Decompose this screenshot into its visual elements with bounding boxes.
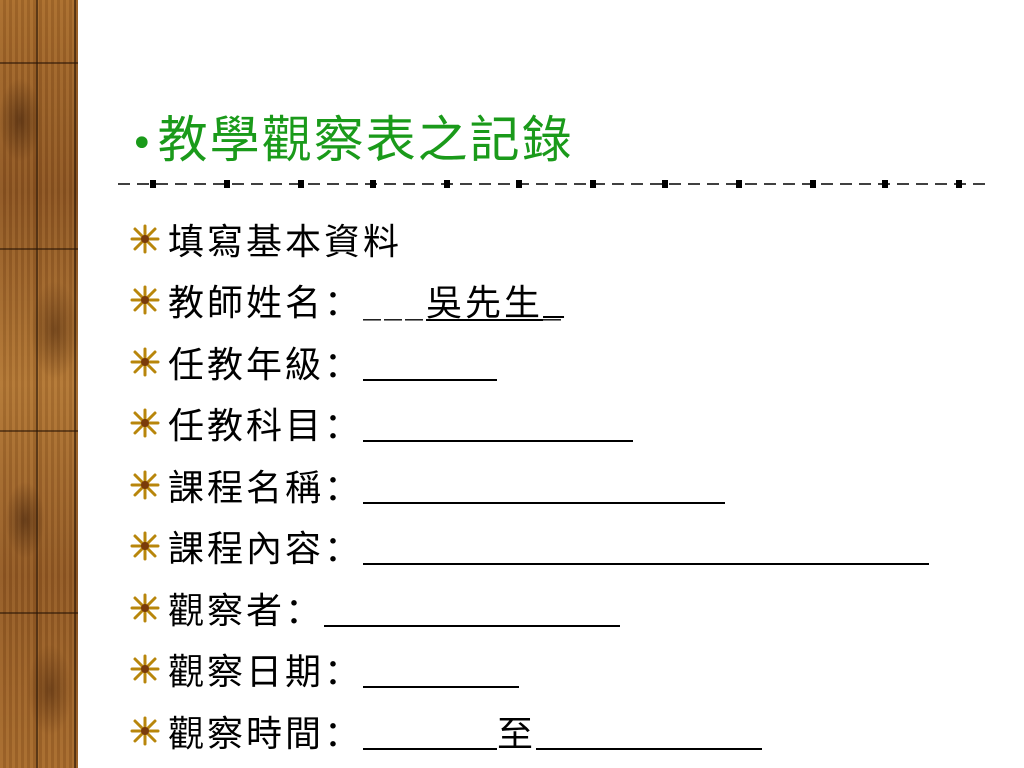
item-label: 課程名稱：	[168, 467, 364, 509]
item-label: 觀察者：	[168, 590, 325, 632]
star-burst-icon	[130, 716, 160, 746]
star-burst-icon	[130, 654, 160, 684]
blank-line	[363, 712, 498, 750]
teacher-name-prefix: ___	[363, 279, 427, 321]
blank-line	[324, 589, 621, 627]
blank-line	[363, 650, 520, 689]
list-item: 教師姓名：___吳先生 _	[130, 270, 929, 332]
list-item: 任教科目：	[130, 393, 929, 455]
blank-line	[363, 466, 726, 504]
star-burst-icon	[130, 531, 160, 561]
blank-line	[536, 712, 763, 750]
blank-line	[363, 527, 930, 566]
form-field-list: 填寫基本資料 教師姓名：___吳先生 _ 任教年級： 任教科目： 課程名稱： 課…	[130, 208, 930, 762]
slide-title: •教學觀察表之記錄	[130, 100, 574, 172]
star-burst-icon	[130, 470, 160, 500]
blank-line	[363, 343, 498, 381]
list-item: 觀察日期：	[130, 639, 929, 701]
teacher-name-suffix: _	[543, 279, 565, 321]
teacher-name-value: 吳先生	[426, 283, 544, 325]
title-text: 教學觀察表之記錄	[157, 111, 574, 169]
item-label: 觀察日期：	[168, 652, 364, 694]
list-item: 課程內容：	[130, 516, 930, 578]
item-label: 觀察時間：	[168, 713, 364, 755]
list-item: 觀察者：	[130, 577, 929, 639]
star-burst-icon	[130, 593, 160, 623]
list-item: 任教年級：	[130, 331, 929, 393]
list-item: 觀察時間： 至	[130, 700, 929, 762]
item-label: 填寫基本資料	[168, 221, 403, 263]
list-item: 課程名稱：	[130, 454, 929, 516]
dash-divider	[118, 180, 992, 188]
item-label: 任教科目：	[168, 406, 364, 448]
blank-line	[363, 404, 634, 443]
time-to-label: 至	[497, 713, 537, 755]
list-item: 填寫基本資料	[130, 208, 929, 270]
item-label: 課程內容：	[168, 529, 364, 571]
title-bullet: •	[130, 121, 156, 167]
star-burst-icon	[130, 347, 160, 377]
item-label: 教師姓名：	[168, 283, 364, 325]
star-burst-icon	[130, 285, 160, 315]
star-burst-icon	[130, 224, 160, 254]
decorative-sidebar	[0, 0, 78, 768]
star-burst-icon	[130, 408, 160, 438]
item-label: 任教年級：	[168, 344, 364, 386]
